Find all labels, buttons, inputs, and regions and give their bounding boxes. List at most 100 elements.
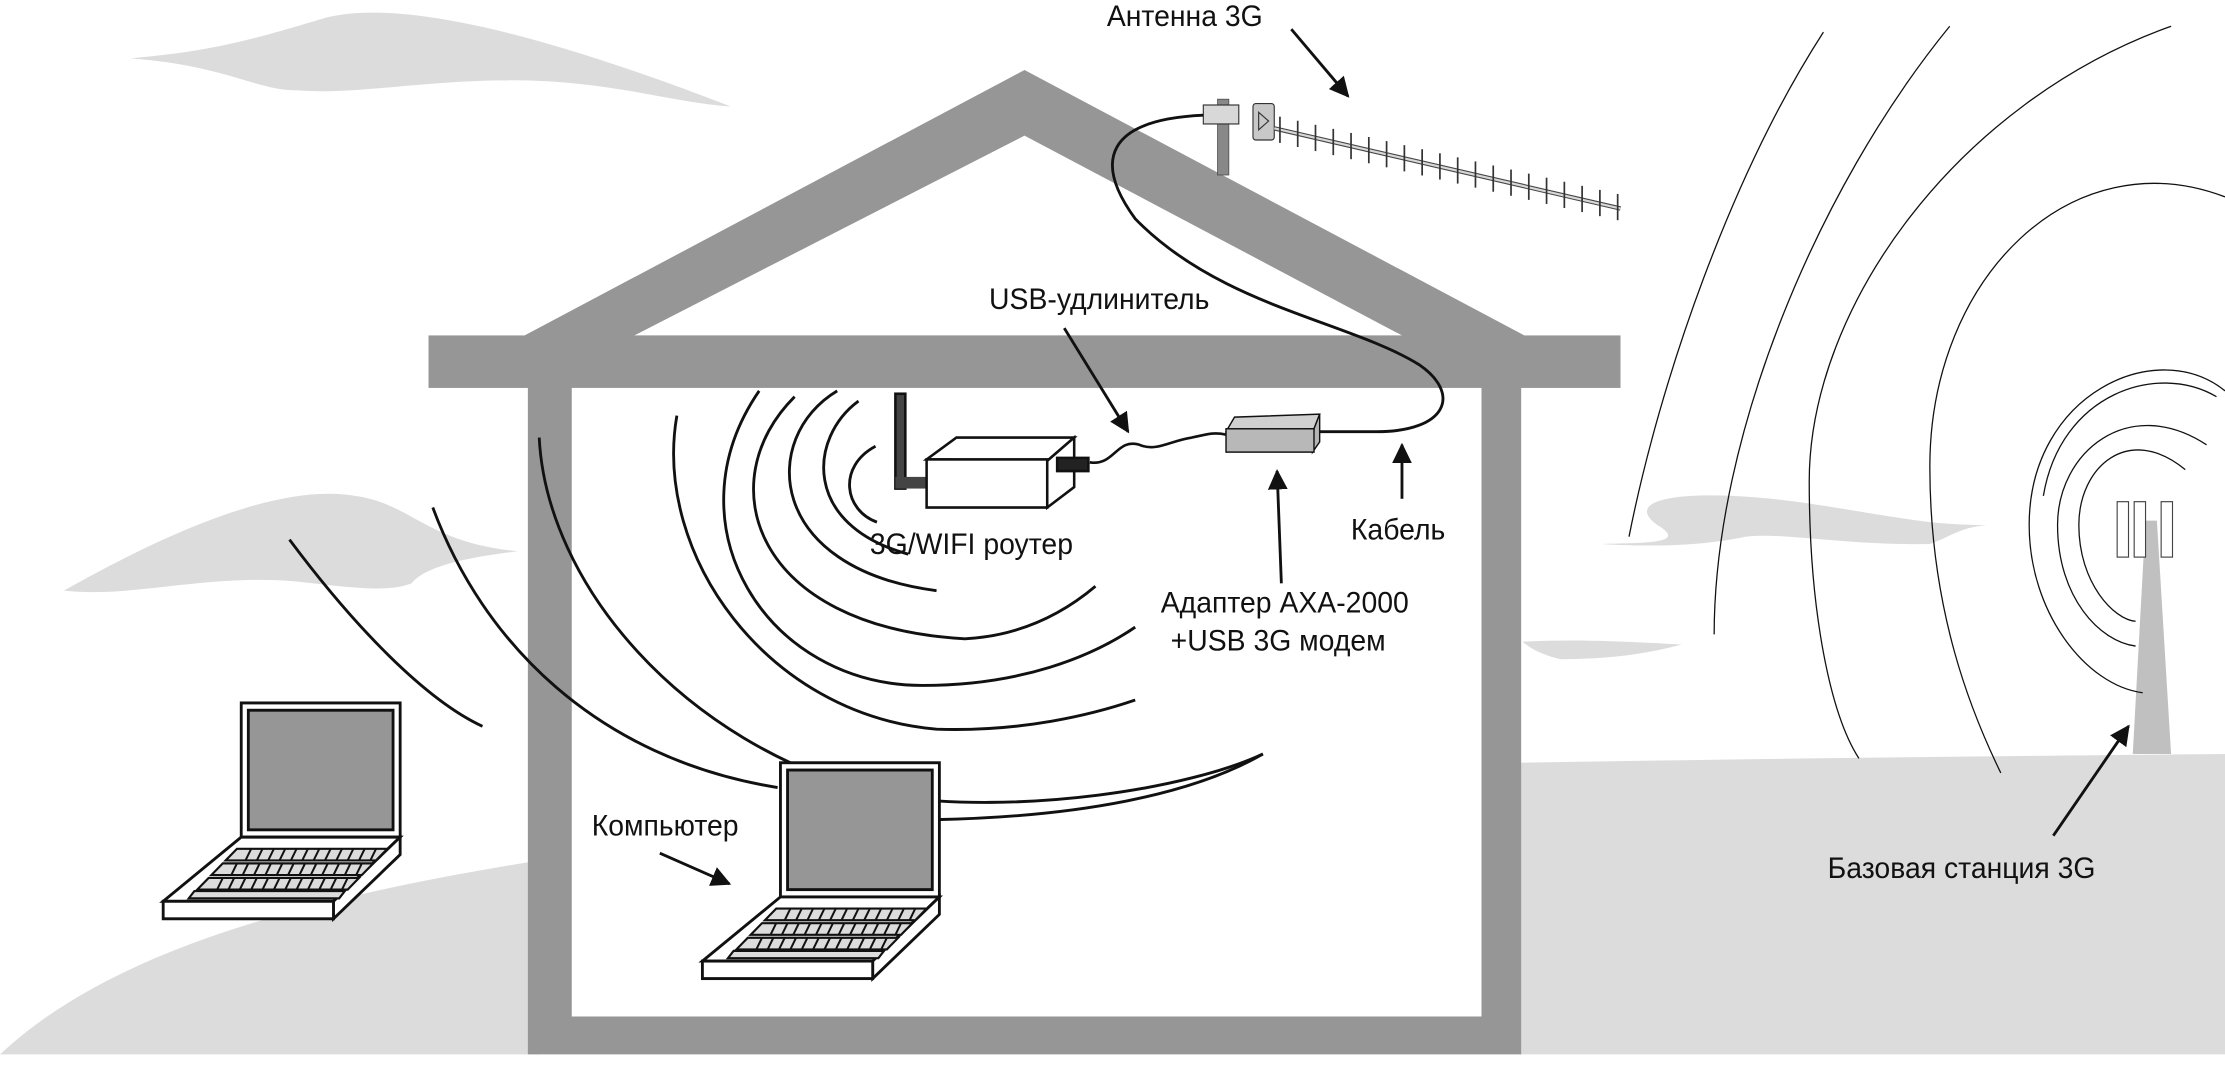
- laptop-key: [267, 848, 275, 861]
- laptop-key: [230, 862, 238, 876]
- laptop-key: [298, 862, 306, 876]
- laptop-key: [908, 908, 917, 921]
- laptop-key: [803, 922, 812, 936]
- cloud-right-2: [1522, 640, 1682, 660]
- antenna-feed: [1252, 102, 1275, 141]
- tower-panel: [2160, 501, 2174, 558]
- laptop-key: [860, 922, 868, 936]
- ground-left-hill: [0, 860, 540, 1055]
- laptop-key: [766, 937, 775, 950]
- laptop-key: [834, 937, 843, 950]
- laptop-key: [823, 937, 832, 950]
- laptop-key: [290, 848, 298, 861]
- laptop-key: [295, 877, 304, 891]
- laptop-key: [840, 908, 849, 921]
- laptop-key: [806, 908, 814, 921]
- wave-arc: [1929, 182, 2225, 774]
- arrow-antenna: [1290, 28, 1350, 98]
- laptop-key: [312, 848, 321, 861]
- wifi-arc: [848, 444, 878, 524]
- laptop-key: [868, 937, 877, 950]
- base-station-waves-large: [1628, 25, 2225, 774]
- laptop-key: [250, 877, 258, 891]
- cloud-top-left: [130, 12, 731, 107]
- laptop-key: [800, 937, 809, 950]
- wifi-arc: [752, 395, 1097, 641]
- wave-arc: [1628, 31, 1824, 537]
- laptop-key: [780, 922, 789, 936]
- laptop-key: [238, 877, 247, 891]
- laptop-outside: [159, 701, 404, 923]
- wave-arc: [1808, 25, 2172, 759]
- laptop-key: [880, 937, 888, 950]
- arrow-usb-extender: [1063, 327, 1130, 434]
- wifi-arc: [936, 752, 1264, 822]
- wifi-arc: [822, 399, 909, 556]
- arrow-computer: [659, 851, 732, 886]
- laptop-key: [778, 937, 786, 950]
- laptop-key: [817, 908, 826, 921]
- laptop-key: [783, 908, 792, 921]
- yagi-antenna-icon: [1202, 98, 1621, 221]
- laptop-key: [846, 937, 854, 950]
- laptop-key: [343, 862, 352, 876]
- laptop-icon: [698, 761, 943, 982]
- laptop-key: [329, 877, 338, 891]
- antenna-clamp: [1202, 104, 1240, 125]
- label-cable: Кабель: [1351, 514, 1445, 546]
- laptop-key: [795, 908, 803, 921]
- cell-tower-icon: [2028, 369, 2225, 754]
- laptop-key: [332, 862, 341, 876]
- laptop-key: [272, 877, 281, 891]
- laptop-key: [851, 908, 860, 921]
- laptop-key: [792, 922, 800, 936]
- label-antenna: Антенна 3G: [1107, 1, 1263, 33]
- laptop-icon: [159, 701, 404, 923]
- label-router: 3G/WIFI роутер: [870, 529, 1073, 561]
- usb-cable-icon: [1089, 432, 1227, 464]
- attic: [634, 135, 1402, 336]
- laptop-inside: [698, 761, 943, 982]
- label-computer: Компьютер: [592, 810, 739, 842]
- arrow-base-station: [2052, 724, 2130, 837]
- laptop-key: [261, 877, 270, 891]
- laptop-key: [871, 922, 880, 936]
- laptop-key: [849, 922, 857, 936]
- ground-right: [1518, 753, 2225, 1055]
- tower-panel: [2133, 501, 2147, 558]
- tower-waves: [2028, 369, 2225, 694]
- laptop-key: [227, 877, 236, 891]
- antenna-feed-mark: [1258, 111, 1270, 132]
- tower-mast: [2132, 520, 2172, 754]
- router-antenna: [894, 392, 907, 490]
- laptop-key: [358, 848, 366, 861]
- laptop-key: [829, 908, 837, 921]
- label-adapter-line2: +USB 3G модем: [1171, 625, 1386, 657]
- laptop-key: [318, 877, 326, 891]
- laptop-key: [264, 862, 272, 876]
- laptop-key: [324, 848, 332, 861]
- router-icon: [894, 392, 1090, 511]
- label-usb-extender: USB-удлинитель: [989, 284, 1209, 316]
- arrows: [659, 28, 2130, 886]
- laptop-key: [789, 937, 797, 950]
- laptop-key: [355, 862, 363, 876]
- antenna-mast: [1217, 98, 1230, 176]
- cloud-right-1: [1600, 495, 1987, 546]
- laptop-key: [857, 937, 866, 950]
- laptop-key: [275, 862, 284, 876]
- wave-arc: [1713, 25, 1951, 635]
- router-usb-port: [1055, 456, 1090, 473]
- labels: Антенна 3G USB-удлинитель 3G/WIFI роутер…: [592, 1, 2096, 885]
- laptop-key: [307, 877, 315, 891]
- laptop-key: [244, 848, 253, 861]
- laptop-key: [769, 922, 778, 936]
- laptop-key: [812, 937, 820, 950]
- antenna-elements: [1279, 116, 1619, 221]
- laptop-key: [815, 922, 823, 936]
- laptop-key: [346, 848, 355, 861]
- laptop-key: [284, 877, 292, 891]
- wifi-arc: [788, 389, 937, 593]
- arrow-adapter: [1267, 469, 1288, 584]
